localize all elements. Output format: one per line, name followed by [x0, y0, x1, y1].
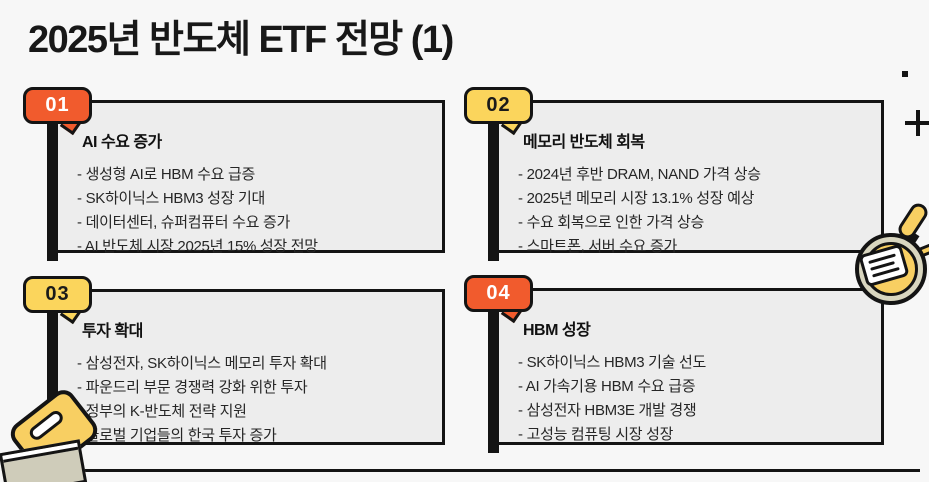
bullet-item: - 수요 회복으로 인한 가격 상승	[518, 214, 705, 231]
bullet-item: - 글로벌 기업들의 한국 투자 증가	[77, 427, 277, 444]
card-ai-demand: 01 AI 수요 증가 - 생성형 AI로 HBM 수요 급증 - SK하이닉스…	[23, 87, 445, 261]
card-content: AI 수요 증가 - 생성형 AI로 HBM 수요 급증 - SK하이닉스 HB…	[58, 103, 442, 271]
card-left-bar	[47, 253, 58, 261]
card-number-badge: 02	[464, 87, 533, 136]
badge-number: 03	[23, 276, 92, 313]
card-left-bar	[488, 253, 499, 261]
card-content: 메모리 반도체 회복 - 2024년 후반 DRAM, NAND 가격 상승 -…	[499, 103, 881, 271]
megaphone-handle-slot	[26, 408, 66, 443]
magnifier-ring	[855, 233, 927, 305]
card-left-bar	[488, 445, 499, 453]
megaphone-band-stripe	[2, 442, 79, 463]
bullet-item: - 2025년 메모리 시장 13.1% 성장 예상	[518, 190, 755, 207]
bullet-item: - SK하이닉스 HBM3 기술 선도	[518, 354, 707, 371]
card-title: HBM 성장	[523, 322, 591, 339]
card-title: AI 수요 증가	[82, 134, 162, 151]
bullet-item: - AI 반도체 시장 2025년 15% 성장 전망	[77, 238, 318, 255]
card-content: HBM 성장 - SK하이닉스 HBM3 기술 선도 - AI 가속기용 HBM…	[499, 291, 881, 459]
bullet-item: - 데이터센터, 슈퍼컴퓨터 수요 증가	[77, 214, 291, 231]
bullet-item: - 스마트폰, 서버 수요 증가	[518, 238, 678, 255]
bullet-item: - 삼성전자, SK하이닉스 메모리 투자 확대	[77, 355, 327, 372]
badge-number: 01	[23, 87, 92, 124]
megaphone-band	[0, 439, 88, 482]
bullet-item: - 정부의 K-반도체 전략 지원	[77, 403, 247, 420]
card-hbm-growth: 04 HBM 성장 - SK하이닉스 HBM3 기술 선도 - AI 가속기용 …	[464, 275, 884, 453]
card-content: 투자 확대 - 삼성전자, SK하이닉스 메모리 투자 확대 - 파운드리 부문…	[58, 292, 442, 460]
bullet-item: - AI 가속기용 HBM 수요 급증	[518, 378, 696, 395]
bullet-item: - 파운드리 부문 경쟁력 강화 위한 투자	[77, 379, 308, 396]
bullet-item: - 생성형 AI로 HBM 수요 급증	[77, 166, 256, 183]
card-number-badge: 01	[23, 87, 92, 136]
megaphone-stamp-icon	[0, 384, 120, 482]
page-title: 2025년 반도체 ETF 전망 (1)	[28, 19, 454, 61]
card-memory-recovery: 02 메모리 반도체 회복 - 2024년 후반 DRAM, NAND 가격 상…	[464, 87, 884, 261]
card-investment-expansion: 03 투자 확대 - 삼성전자, SK하이닉스 메모리 투자 확대 - 파운드리…	[23, 276, 445, 453]
bullet-item: - 삼성전자 HBM3E 개발 경쟁	[518, 402, 697, 419]
bullet-item: - SK하이닉스 HBM3 성장 기대	[77, 190, 266, 207]
bullet-item: - 고성능 컴퓨팅 시장 성장	[518, 426, 674, 443]
card-number-badge: 03	[23, 276, 92, 325]
badge-number: 04	[464, 275, 533, 312]
dot-icon	[902, 71, 908, 77]
bottom-divider	[46, 469, 920, 472]
magnifier-document-icon	[848, 200, 929, 333]
card-number-badge: 04	[464, 275, 533, 324]
plus-icon	[905, 110, 929, 136]
card-title: 투자 확대	[82, 323, 143, 340]
badge-number: 02	[464, 87, 533, 124]
card-title: 메모리 반도체 회복	[523, 134, 645, 151]
bullet-item: - 2024년 후반 DRAM, NAND 가격 상승	[518, 166, 761, 183]
